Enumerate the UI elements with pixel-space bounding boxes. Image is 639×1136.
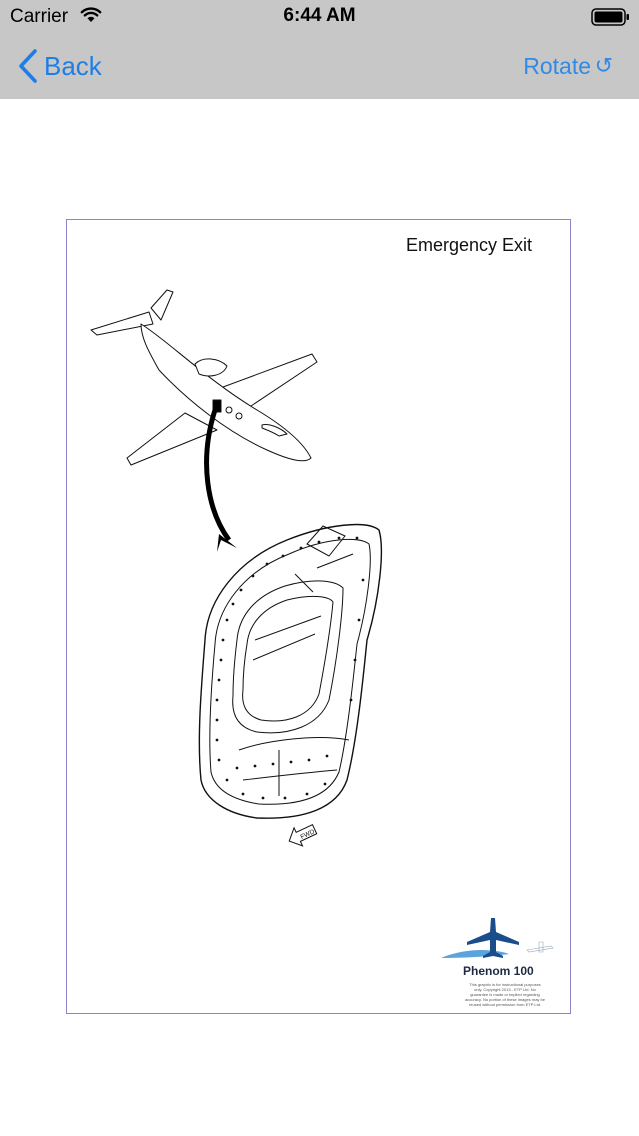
airplane-logo-icon xyxy=(441,918,554,958)
clock: 6:44 AM xyxy=(283,5,356,26)
carrier-label: Carrier xyxy=(10,6,69,27)
rotate-button[interactable]: Rotate xyxy=(523,46,591,86)
battery-icon xyxy=(591,8,629,26)
wifi-icon xyxy=(80,7,102,22)
emergency-exit-diagram: Emergency Exit xyxy=(66,219,571,1014)
copyright-notice: This graphic is for instructional purpos… xyxy=(465,982,545,1007)
navigation-bar: Carrier 6:44 AM Back Rotate ↺ xyxy=(0,0,639,99)
diagram-title: Emergency Exit xyxy=(405,235,532,255)
phenom-logo: Phenom 100 This graphic is for instructi… xyxy=(439,916,564,1011)
status-bar: Carrier 6:44 AM xyxy=(0,0,639,40)
chevron-left-icon xyxy=(19,49,37,83)
aircraft-illustration: FWD xyxy=(90,289,383,847)
rotate-icon[interactable]: ↺ xyxy=(594,53,613,78)
rotate-button-label: Rotate xyxy=(523,52,591,79)
forward-arrow-icon: FWD xyxy=(288,824,318,847)
back-button-label: Back xyxy=(44,50,102,81)
logo-name: Phenom 100 xyxy=(463,964,534,978)
back-button[interactable]: Back xyxy=(18,46,102,86)
